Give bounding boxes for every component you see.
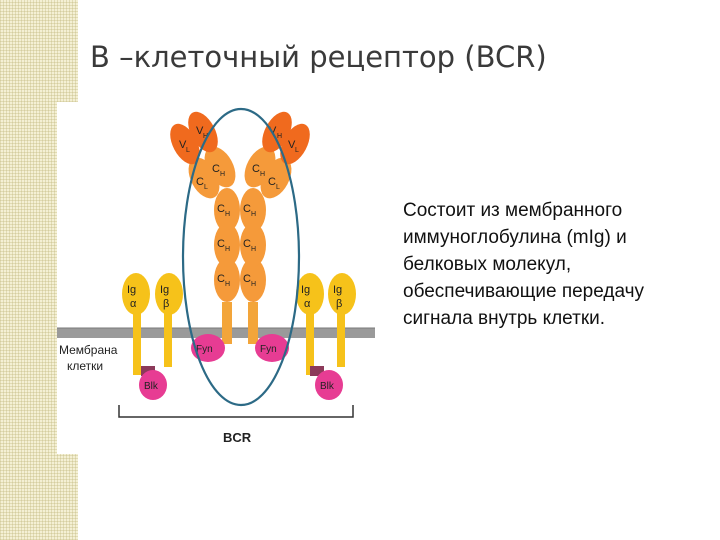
migm-highlight-ellipse	[181, 107, 301, 407]
svg-text:C: C	[196, 176, 204, 188]
bcr-bracket	[118, 405, 354, 418]
svg-text:H: H	[220, 171, 225, 178]
right-blk-connector	[310, 366, 324, 376]
left-ig-beta: Ig β	[155, 273, 183, 367]
bcr-label: BCR	[223, 430, 252, 445]
alpha-label-left: α	[130, 298, 137, 310]
vh-domain-left: V H	[188, 111, 218, 153]
svg-text:H: H	[251, 246, 256, 253]
svg-text:C: C	[217, 203, 225, 215]
beta-label-right: β	[336, 298, 342, 310]
svg-text:H: H	[225, 281, 230, 288]
blk-label-left: Blk	[144, 381, 159, 392]
right-blk: Blk	[315, 370, 343, 400]
igm-tail-right	[248, 302, 258, 344]
cell-membrane	[57, 328, 375, 338]
ig-alpha-label-right: Ig	[301, 284, 310, 296]
vh-domain-right: V H	[262, 111, 292, 153]
svg-text:V: V	[196, 125, 204, 137]
svg-text:H: H	[203, 133, 208, 140]
svg-text:C: C	[252, 163, 260, 175]
svg-text:L: L	[204, 184, 208, 191]
svg-text:V: V	[179, 139, 187, 151]
svg-text:C: C	[268, 176, 276, 188]
fyn-left: Fyn	[191, 334, 225, 362]
page-title: В –клеточный рецептор (BCR)	[90, 40, 547, 74]
svg-text:L: L	[295, 147, 299, 154]
igm-tail-left	[222, 302, 232, 344]
svg-text:H: H	[260, 171, 265, 178]
ig-beta-label-right: Ig	[333, 284, 342, 296]
ig-beta-label-left: Ig	[160, 284, 169, 296]
ch-domain-right-2: C H	[240, 188, 266, 232]
svg-text:C: C	[212, 163, 220, 175]
description-text: Состоит из мембранного иммуноглобулина (…	[403, 200, 645, 329]
membrane-label-line1: Мембрана	[59, 343, 118, 357]
svg-text:L: L	[276, 184, 280, 191]
membrane-label-line2: клетки	[67, 359, 103, 373]
svg-text:H: H	[251, 281, 256, 288]
ch-domain-left-3: C H	[214, 223, 240, 267]
ig-alpha-label-left: Ig	[127, 284, 136, 296]
svg-text:H: H	[251, 211, 256, 218]
alpha-label-right: α	[304, 298, 311, 310]
svg-text:H: H	[225, 211, 230, 218]
right-ig-alpha: Ig α	[296, 273, 324, 375]
svg-text:C: C	[243, 273, 251, 285]
svg-text:L: L	[186, 147, 190, 154]
ch-domain-right-4: C H	[240, 258, 266, 302]
ch-domain-left-4: C H	[214, 258, 240, 302]
svg-text:C: C	[243, 203, 251, 215]
fyn-right: Fyn	[255, 334, 289, 362]
left-ig-alpha: Ig α	[122, 273, 150, 375]
ch-domain-right-3: C H	[240, 223, 266, 267]
right-ig-beta: Ig β	[328, 273, 356, 367]
svg-text:H: H	[277, 133, 282, 140]
blk-label-right: Blk	[320, 381, 335, 392]
left-blk: Blk	[139, 370, 167, 400]
ch1-domain-right: C H	[244, 146, 276, 188]
svg-text:C: C	[243, 238, 251, 250]
svg-text:C: C	[217, 273, 225, 285]
svg-text:V: V	[288, 139, 296, 151]
fyn-label-left: Fyn	[196, 344, 213, 355]
ch-domain-left-2: C H	[214, 188, 240, 232]
svg-text:V: V	[269, 125, 277, 137]
fyn-label-right: Fyn	[260, 344, 277, 355]
beta-label-left: β	[163, 298, 169, 310]
svg-text:H: H	[225, 246, 230, 253]
bcr-diagram: Мембрана клетки Ig α Ig β Blk Ig α	[57, 102, 375, 454]
ch1-domain-left: C H	[204, 146, 236, 188]
svg-text:C: C	[217, 238, 225, 250]
